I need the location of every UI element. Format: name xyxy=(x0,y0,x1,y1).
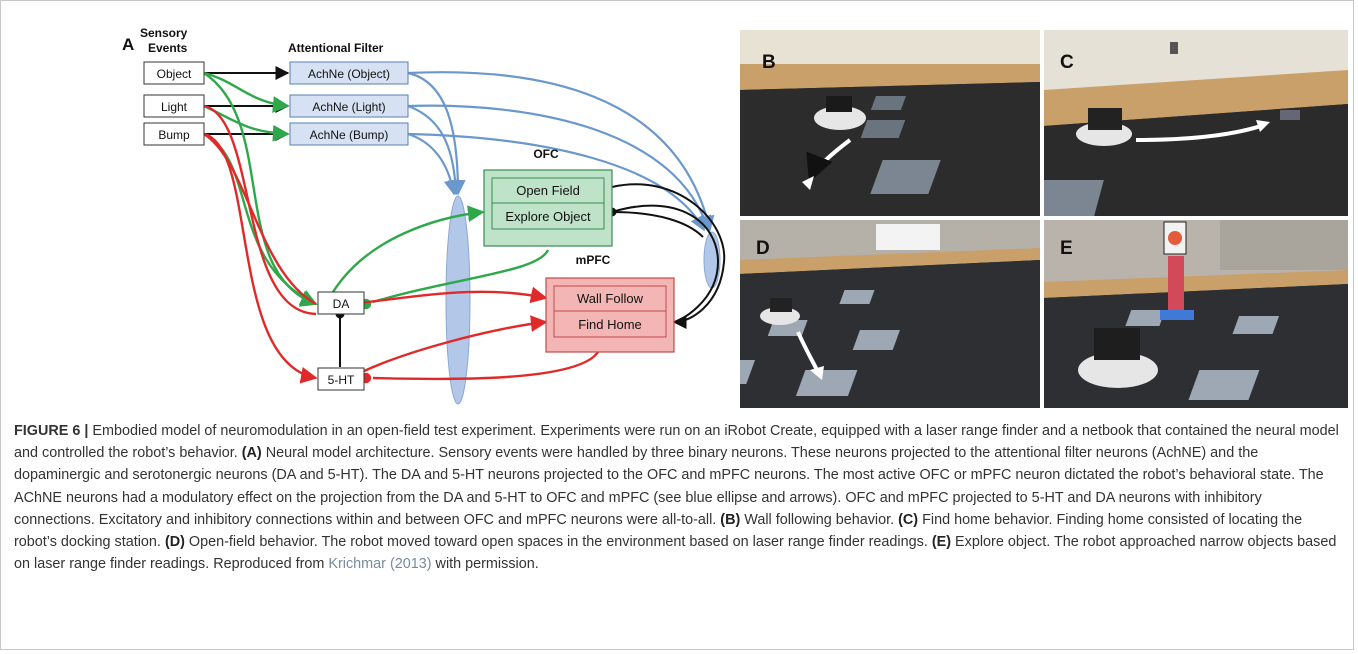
caption-panel-ref: (B) xyxy=(720,511,741,528)
sensor-object-box: Object xyxy=(143,61,205,85)
mpfc-title: mPFC xyxy=(576,253,611,267)
mpfc-find-home: Find Home xyxy=(578,317,642,332)
attentional-title: Attentional Filter xyxy=(288,41,384,55)
ht-neuron-box: 5-HT xyxy=(317,367,365,391)
photo-c-image xyxy=(1044,30,1348,216)
caption-text: with permission. xyxy=(431,556,539,573)
photo-d-label: D xyxy=(756,238,770,259)
ofc-box: Open Field Explore Object xyxy=(483,169,613,247)
caption-panel-ref: (C) xyxy=(898,511,919,528)
photo-b-image xyxy=(740,30,1040,216)
photo-d-image xyxy=(740,220,1040,408)
caption-text: Explore object. The robot approached nar… xyxy=(14,534,1337,573)
mpfc-box: Wall Follow Find Home xyxy=(545,277,675,353)
panel-label-a: A xyxy=(122,35,134,54)
caption-text: Embodied model of neuromodulation in an … xyxy=(14,423,1339,462)
modulation-ellipse-left xyxy=(445,195,471,405)
ofc-title: OFC xyxy=(533,147,559,161)
caption-text: Find home behavior. Finding home consist… xyxy=(14,511,1303,551)
figure-label: FIGURE 6 | xyxy=(14,423,89,439)
citation-link[interactable]: Krichmar (2013) xyxy=(328,556,432,573)
caption-panel-ref: (D) xyxy=(164,534,185,551)
caption-text: Open-field behavior. The robot moved tow… xyxy=(184,534,932,551)
photo-b: B xyxy=(740,30,1040,216)
sensor-bump-label: Bump xyxy=(158,128,190,142)
filter-object-label: AchNe (Object) xyxy=(308,67,390,81)
sensor-object-label: Object xyxy=(157,67,192,81)
filter-bump-box: AchNe (Bump) xyxy=(289,122,409,146)
caption-panel-ref: (A) xyxy=(241,445,262,462)
da-neuron-box: DA xyxy=(317,291,365,315)
red-inhibitory-arrows xyxy=(203,104,599,384)
photo-c: C xyxy=(1044,30,1348,216)
da-label: DA xyxy=(333,297,350,311)
photo-b-label: B xyxy=(762,52,776,73)
robot-photos-grid: B C xyxy=(740,30,1348,408)
sensor-light-box: Light xyxy=(143,94,205,118)
sensory-title-1: Sensory xyxy=(140,26,188,40)
ofc-explore-object: Explore Object xyxy=(505,209,591,224)
photo-c-label: C xyxy=(1060,52,1074,73)
filter-light-box: AchNe (Light) xyxy=(289,94,409,118)
filter-object-box: AchNe (Object) xyxy=(289,61,409,85)
sensor-light-label: Light xyxy=(161,100,188,114)
ofc-open-field: Open Field xyxy=(516,183,580,198)
caption-body: Embodied model of neuromodulation in an … xyxy=(14,423,1339,572)
filter-bump-label: AchNe (Bump) xyxy=(310,128,389,142)
photo-e: E xyxy=(1044,220,1348,408)
blue-projection-arrows xyxy=(407,71,715,232)
filter-light-label: AchNe (Light) xyxy=(312,100,385,114)
mpfc-wall-follow: Wall Follow xyxy=(577,291,644,306)
caption-text: Neural model architecture. Sensory event… xyxy=(14,445,1324,528)
ht-label: 5-HT xyxy=(328,373,355,387)
sensor-bump-box: Bump xyxy=(143,122,205,146)
figure-caption: FIGURE 6 | Embodied model of neuromodula… xyxy=(14,420,1344,575)
sensory-title-2: Events xyxy=(148,41,188,55)
photo-e-image xyxy=(1044,220,1348,408)
photo-d: D xyxy=(740,220,1040,408)
neural-model-diagram: A Sensory Events Attentional Filter xyxy=(122,26,726,405)
caption-panel-ref: (E) xyxy=(931,534,952,551)
caption-text: Wall following behavior. xyxy=(740,511,899,528)
photo-e-label: E xyxy=(1060,238,1073,259)
